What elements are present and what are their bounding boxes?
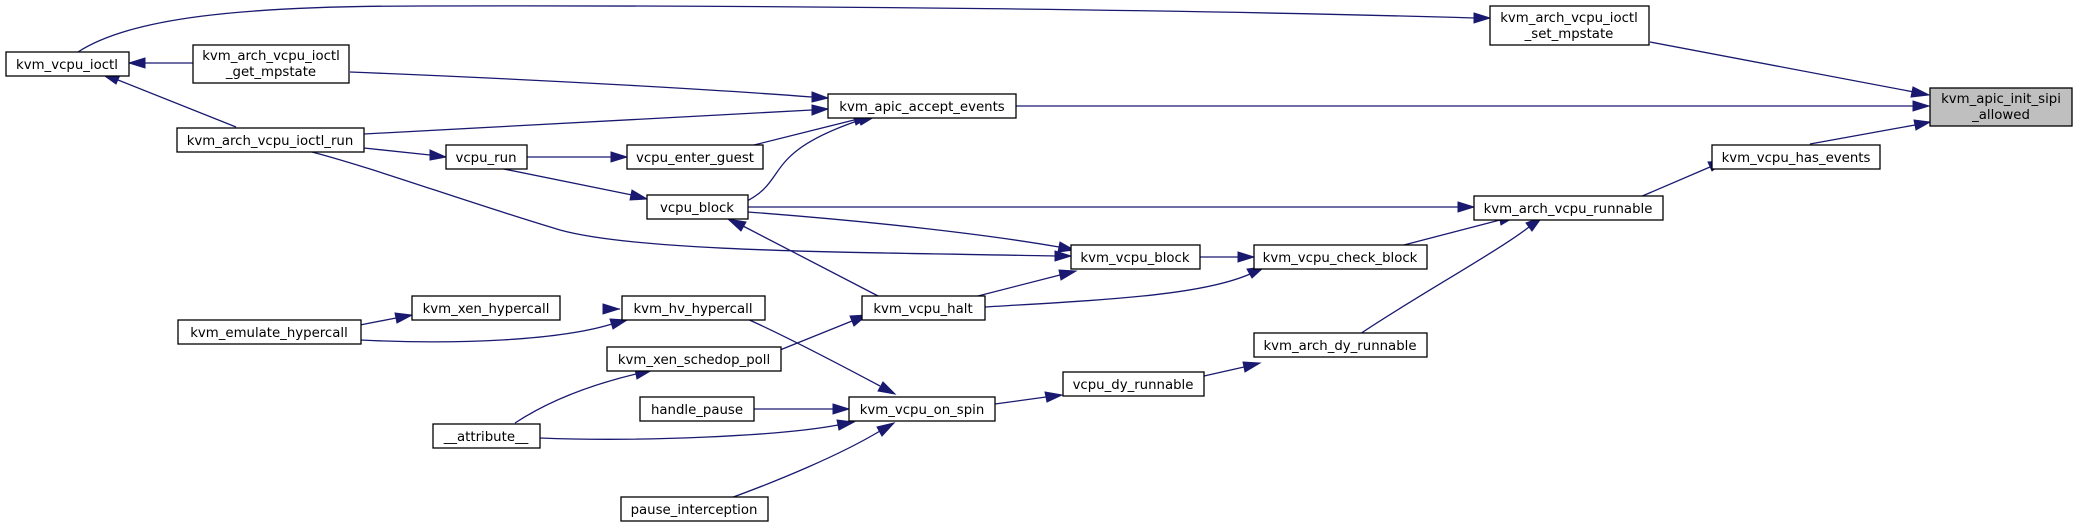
edge-halt-to-vcpu-block [726,218,881,298]
node-label: kvm_xen_schedop_poll [618,353,770,368]
node-label: vcpu_block [660,201,734,216]
edge-arch-dy-runnable-to-runnable [1359,215,1544,335]
node-label: kvm_vcpu_halt [873,302,972,317]
node-label: handle_pause [651,403,743,418]
node-label: vcpu_dy_runnable [1073,378,1194,393]
edge-get-mpstate-to-accept-events [349,71,830,103]
node-kvm-arch-vcpu-ioctl-get-mpstate[interactable]: kvm_arch_vcpu_ioctl _get_mpstate [192,44,350,84]
edge-halt-to-check-block [984,266,1266,308]
node-label-line1: kvm_arch_vcpu_ioctl [1500,11,1638,26]
node-label-line1: kvm_arch_vcpu_ioctl [202,49,340,64]
edge-kvm-vcpu-ioctl-to-set-mpstate [77,5,1492,53]
call-graph-nodes: kvm_vcpu_ioctl kvm_arch_vcpu_ioctl _get_… [5,5,2073,522]
edge-vcpu-block-to-accept-events [744,115,876,203]
node-label-line2: _get_mpstate [225,65,316,80]
edge-ioctl-run-to-kvm-vcpu-block [311,151,1073,262]
node-kvm-apic-init-sipi-allowed[interactable]: kvm_apic_init_sipi _allowed [1929,87,2073,127]
node-kvm-vcpu-has-events[interactable]: kvm_vcpu_has_events [1711,144,1881,170]
node-label-line1: kvm_apic_init_sipi [1941,92,2061,107]
node-handle-pause[interactable]: handle_pause [639,396,755,422]
node-label-line2: _set_mpstate [1524,27,1614,42]
edge-attribute-to-schedop-poll [514,368,654,424]
edge-pause-interception-to-on-spin [727,422,896,500]
node-kvm-vcpu-halt[interactable]: kvm_vcpu_halt [861,295,986,321]
node-label: kvm_arch_vcpu_ioctl_run [187,134,354,149]
node-kvm-arch-dy-runnable[interactable]: kvm_arch_dy_runnable [1253,332,1428,358]
node-label: kvm_hv_hypercall [633,302,752,317]
node-label: kvm_vcpu_has_events [1722,151,1871,166]
node-kvm-arch-vcpu-runnable[interactable]: kvm_arch_vcpu_runnable [1473,195,1664,221]
edge-kvm-vcpu-block-to-check-block [1200,251,1256,263]
node-kvm-vcpu-check-block[interactable]: kvm_vcpu_check_block [1253,244,1428,270]
edge-get-mpstate-to-kvm-vcpu-ioctl [127,57,193,69]
node-vcpu-block[interactable]: vcpu_block [646,194,749,220]
node-label: kvm_vcpu_on_spin [860,403,985,418]
edge-vcpu-block-to-kvm-vcpu-block [747,211,1076,253]
edge-accept-events-to-init-sipi [1016,100,1931,112]
node-vcpu-run[interactable]: vcpu_run [445,144,528,170]
edge-has-events-to-init-sipi [1809,119,1932,145]
node-label: kvm_apic_accept_events [839,100,1005,115]
edge-vcpu-run-to-vcpu-block [493,166,649,201]
edge-attribute-to-on-spin [539,419,856,440]
edge-handle-pause-to-on-spin [754,403,851,415]
node-label: kvm_vcpu_block [1080,251,1189,266]
edge-halt-to-kvm-vcpu-block [973,269,1078,298]
edge-vcpu-run-to-enter-guest [527,151,629,163]
edge-set-mpstate-to-init-sipi [1649,41,1931,98]
edge-on-spin-to-dy-runnable [994,391,1064,405]
node-pause-interception[interactable]: pause_interception [620,496,769,522]
call-graph-edges [77,5,1932,500]
edge-emulate-to-hv-hypercall [359,318,629,343]
node-kvm-xen-schedop-poll[interactable]: kvm_xen_schedop_poll [606,346,782,372]
node-kvm-hv-hypercall[interactable]: kvm_hv_hypercall [621,295,766,321]
node-kvm-emulate-hypercall[interactable]: kvm_emulate_hypercall [177,319,362,345]
node-label: pause_interception [631,503,758,518]
edge-schedop-poll-to-halt [779,314,869,351]
node-kvm-arch-vcpu-ioctl-run[interactable]: kvm_arch_vcpu_ioctl_run [176,127,365,153]
node-label: kvm_arch_vcpu_runnable [1484,202,1653,217]
node-attribute[interactable]: __attribute__ [432,423,541,449]
edge-dy-runnable-to-arch-dy-runnable [1203,361,1262,377]
node-kvm-arch-vcpu-ioctl-set-mpstate[interactable]: kvm_arch_vcpu_ioctl _set_mpstate [1489,5,1650,46]
node-label: vcpu_run [455,151,516,166]
edge-xen-hypercall-to-hv-hypercall [602,303,621,315]
node-label: kvm_vcpu_check_block [1263,251,1418,266]
edge-ioctl-run-to-vcpu-run [363,147,448,161]
node-kvm-vcpu-block[interactable]: kvm_vcpu_block [1070,244,1201,270]
node-label: kvm_xen_hypercall [423,302,550,317]
node-label: __attribute__ [443,430,529,445]
edge-ioctl-run-to-accept-events [363,104,830,135]
node-kvm-vcpu-ioctl[interactable]: kvm_vcpu_ioctl [5,51,130,77]
node-vcpu-dy-runnable[interactable]: vcpu_dy_runnable [1062,371,1205,397]
edge-emulate-to-xen-hypercall [359,312,414,326]
node-kvm-xen-hypercall[interactable]: kvm_xen_hypercall [411,295,561,321]
node-label: kvm_emulate_hypercall [190,326,348,341]
node-label: vcpu_enter_guest [636,151,754,166]
node-label: kvm_vcpu_ioctl [16,58,118,73]
node-kvm-apic-accept-events[interactable]: kvm_apic_accept_events [827,93,1017,119]
node-label: kvm_arch_dy_runnable [1263,339,1416,354]
edge-vcpu-block-to-runnable [748,201,1476,213]
edge-hv-hypercall-to-on-spin [744,317,897,395]
node-kvm-vcpu-on-spin[interactable]: kvm_vcpu_on_spin [848,396,996,422]
node-vcpu-enter-guest[interactable]: vcpu_enter_guest [626,144,764,170]
node-label-line2: _allowed [1971,108,2030,123]
